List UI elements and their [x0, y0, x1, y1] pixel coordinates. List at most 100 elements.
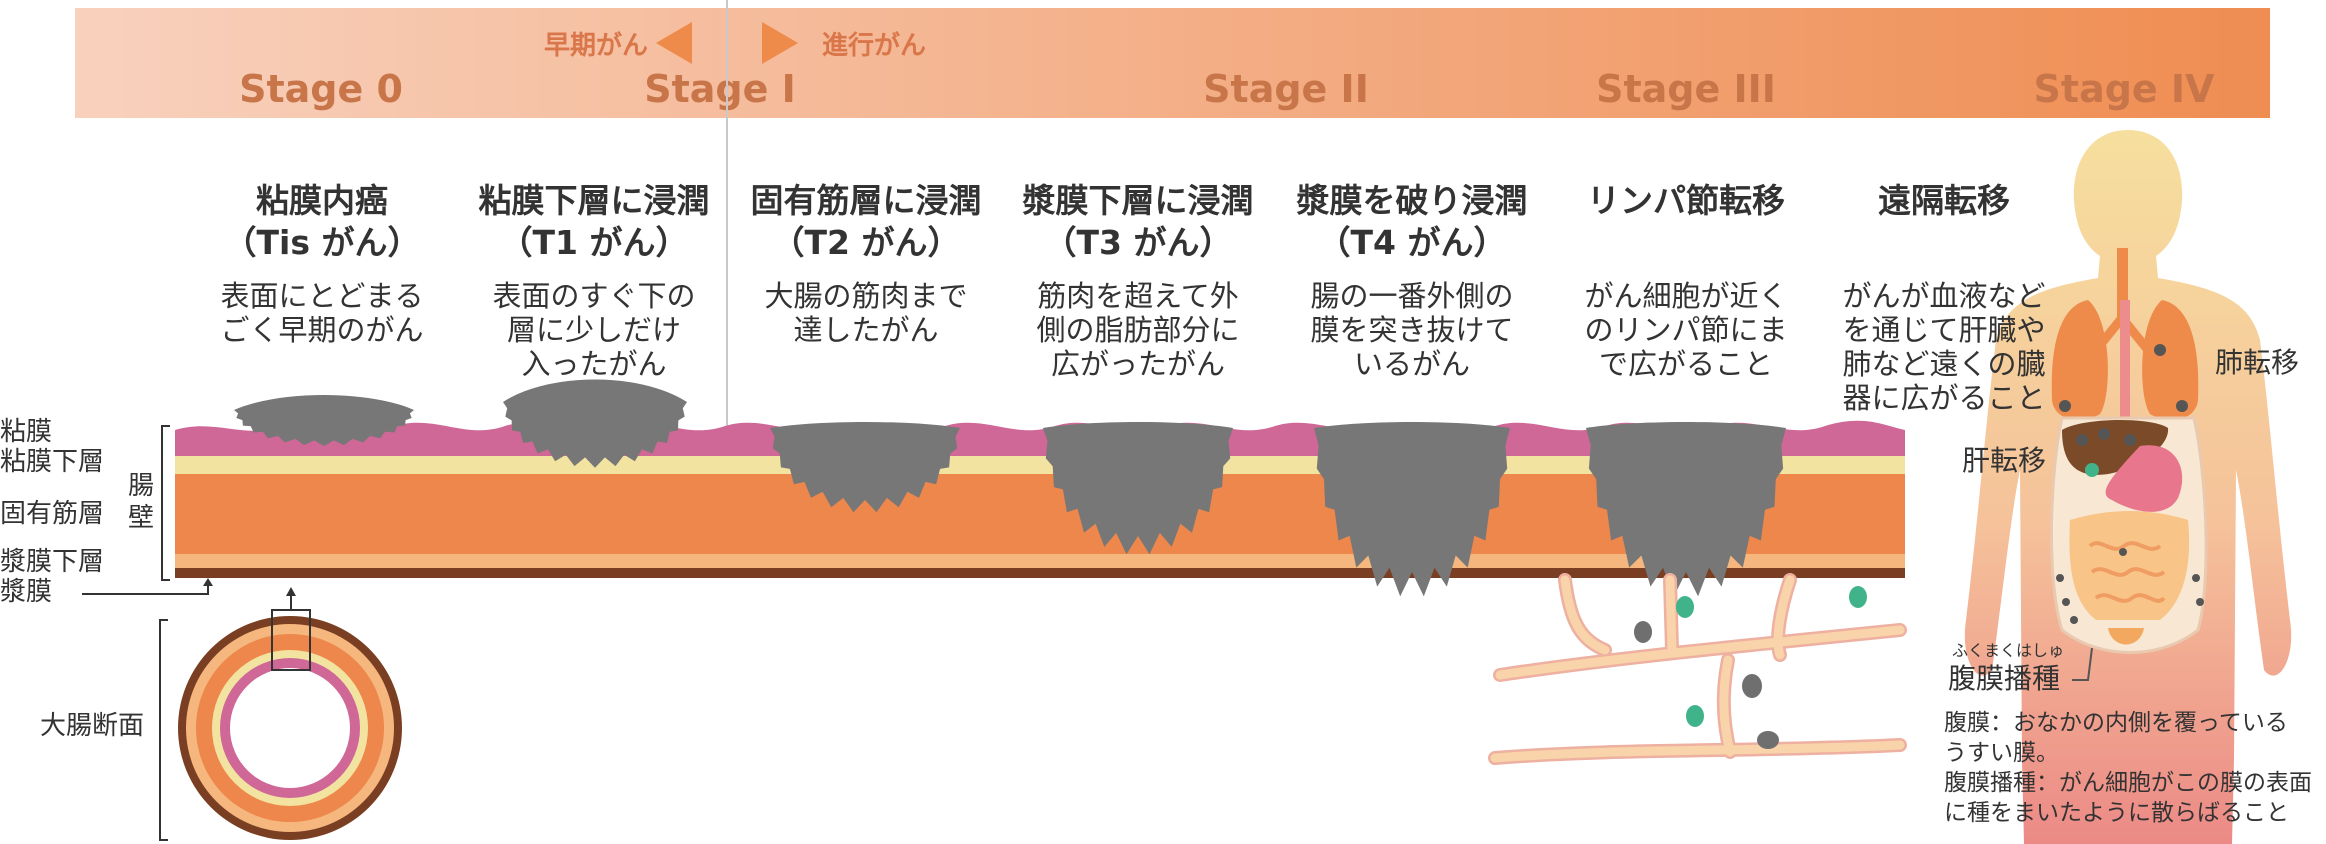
stage-0-label: Stage 0 — [239, 67, 403, 111]
stomach — [2105, 445, 2183, 512]
column-description: 腸の一番外側の — [1310, 279, 1513, 313]
column-title: 粘膜下層に浸潤 — [479, 181, 710, 220]
peritoneal-dot — [2056, 574, 2064, 582]
peritoneal-dot — [2062, 598, 2070, 606]
metastasis-dots — [2056, 344, 2204, 624]
wall-bracket — [161, 425, 170, 581]
lymph-vessel — [1490, 740, 1905, 763]
lung-metastasis-dot — [2059, 400, 2071, 412]
column-title: （Tis がん） — [224, 223, 421, 262]
liver-metastasis-dot — [2076, 434, 2088, 446]
submucosa-label: 粘膜下層 — [0, 447, 104, 477]
column-description: いるがん — [1354, 347, 1470, 381]
cancer-cell — [1634, 621, 1652, 643]
lymph-vessel — [1719, 655, 1735, 757]
note-line-4: に種をまいたように散らばること — [1944, 800, 2289, 826]
column-title: 漿膜を破り浸潤 — [1297, 181, 1528, 220]
column-description: 器に広がること — [1842, 381, 2045, 415]
lymph-node-green — [1849, 586, 1867, 608]
early-cancer-label: 早期がん — [544, 30, 648, 61]
column-description: 表面にとどまる — [220, 279, 423, 313]
lung-metastasis-dot — [2176, 400, 2188, 412]
liver-metastasis-dot — [2124, 434, 2136, 446]
lymph-vessel — [1665, 575, 1677, 655]
tumor-stage-5 — [1586, 422, 1786, 597]
colon-cross-section — [178, 587, 402, 840]
column-title: 遠隔転移 — [1878, 181, 2010, 220]
column-description: 大腸の筋肉まで — [764, 279, 967, 313]
liver-metastasis-label: 肝転移 — [1962, 444, 2046, 477]
peritoneal-dot — [2192, 574, 2200, 582]
lymph-vessels — [1488, 573, 1907, 765]
note-line-1: 腹膜：おなかの内側を覆っている — [1944, 710, 2288, 736]
lymph-vessel — [1560, 575, 1610, 655]
left-lung — [2051, 300, 2108, 421]
tumor-stage-2 — [770, 422, 960, 513]
column-description: 表面のすぐ下の — [492, 279, 695, 313]
column-description: 入ったがん — [521, 347, 666, 381]
liver-metastasis-dot — [2098, 428, 2110, 440]
stage-2-label: Stage II — [1203, 67, 1369, 111]
trachea — [2117, 248, 2128, 318]
lung-metastasis-dot — [2154, 344, 2166, 356]
intestine-loops — [2088, 541, 2166, 603]
wall-label-2: 壁 — [128, 503, 154, 533]
cross-section-label: 大腸断面 — [40, 711, 144, 741]
column-description: 達したがん — [793, 313, 938, 347]
cancer-cell — [1742, 674, 1762, 698]
arrow-up-icon — [286, 587, 296, 596]
column-title: （T4 がん） — [1318, 223, 1507, 262]
stage-4-label: Stage IV — [2034, 67, 2216, 111]
column-description: 側の脂肪部分に — [1036, 313, 1239, 347]
cross-section-bracket — [159, 619, 168, 841]
column-title: 粘膜内癌 — [256, 181, 388, 220]
right-lung — [2142, 300, 2199, 421]
serosa-label: 漿膜 — [0, 577, 52, 607]
column-description: 膜を突き抜けて — [1310, 313, 1513, 347]
lymph-vessel — [1773, 575, 1795, 660]
column-description: 広がったがん — [1051, 347, 1225, 381]
tumor-stage-4 — [1314, 422, 1510, 597]
column-description: 層に少しだけ — [507, 313, 681, 347]
subserosa-band — [175, 554, 1905, 568]
column-description: 筋肉を超えて外 — [1037, 279, 1239, 313]
note-line-3: 腹膜播種：がん細胞がこの膜の表面 — [1944, 770, 2312, 796]
subserosa-label: 漿膜下層 — [0, 547, 104, 577]
lymph-node-green — [1676, 596, 1694, 618]
arrow-left-icon — [656, 22, 692, 64]
tumor-stage-3 — [1043, 422, 1233, 555]
banner-background — [75, 8, 2270, 118]
peritoneal-dot — [2119, 548, 2127, 556]
human-body-figure — [1964, 130, 2292, 844]
stage-1-label: Stage I — [644, 67, 796, 111]
cross-lumen — [230, 668, 350, 788]
lymph-node-green — [2085, 463, 2099, 477]
wall-label-1: 腸 — [128, 471, 154, 501]
column-title: 漿膜下層に浸潤 — [1023, 181, 1254, 220]
small-intestine — [2069, 511, 2190, 620]
note-line-2: うすい膜。 — [1944, 740, 2059, 766]
mucosa-label: 粘膜 — [0, 417, 52, 447]
arrow-right-icon — [762, 22, 798, 64]
tumor-stage-1 — [503, 379, 687, 468]
column-title: （T3 がん） — [1044, 223, 1233, 262]
column-description: 肺など遠くの臓 — [1842, 347, 2045, 381]
cancer-cell — [1757, 731, 1779, 749]
peritoneal-label: 腹膜播種 — [1948, 662, 2060, 695]
peritoneal-ruby: ふくまくはしゅ — [1952, 641, 2064, 660]
arrow-up-icon — [203, 578, 213, 586]
peritoneal-leader — [2072, 647, 2093, 681]
lymph-node-green — [1686, 705, 1704, 727]
muscularis-label: 固有筋層 — [0, 499, 104, 529]
column-description: がんが血液など — [1842, 279, 2045, 313]
stage-banner: 早期がん 進行がん Stage 0 Stage I Stage II Stage… — [75, 8, 2270, 118]
column-title: 固有筋層に浸潤 — [751, 181, 982, 220]
serosa-band — [175, 568, 1905, 578]
peritoneal-dot — [2196, 598, 2204, 606]
lymph-vessel — [1495, 625, 1905, 680]
column-description: で広がること — [1599, 347, 1773, 381]
column-description: ごく早期のがん — [220, 313, 423, 347]
serosa-pointer — [82, 584, 209, 595]
